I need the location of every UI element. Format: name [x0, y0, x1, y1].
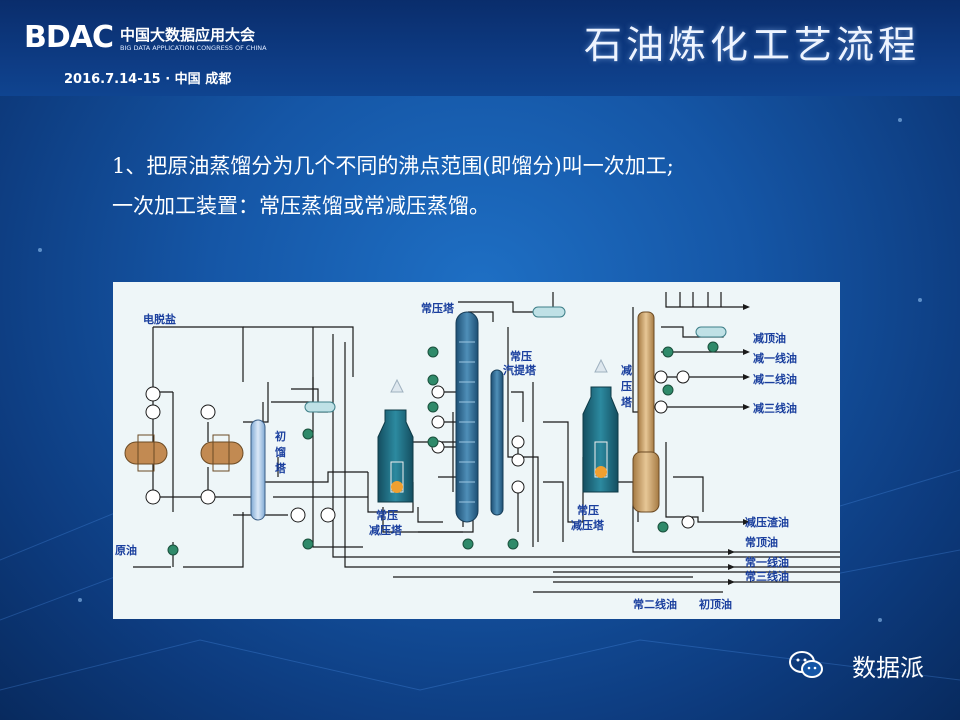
output-labels: 减顶油 减一线油 减二线油 减三线油 减压渣油 常顶油 常一线油 常三线油 常二…	[633, 331, 797, 611]
label-furnace2-line1: 常压	[577, 503, 599, 517]
label-initial-tower-3: 塔	[275, 461, 287, 475]
output-atm-3: 常三线油	[745, 569, 789, 583]
logo-chinese-name: 中国大数据应用大会	[120, 26, 256, 44]
output-arrows	[728, 304, 750, 585]
label-vac-tower-3: 塔	[621, 395, 633, 409]
atmospheric-tower	[455, 311, 479, 523]
vacuum-reflux-drum	[695, 326, 727, 338]
refining-process-diagram: 电脱盐 原油 初 馏 塔 常压 减压塔 常压塔 常压 汽提塔 常压 减压塔 减 …	[113, 282, 840, 619]
atm-tower-trays	[459, 341, 475, 503]
process-flow-svg: 电脱盐 原油 初 馏 塔 常压 减压塔 常压塔 常压 汽提塔 常压 减压塔 减 …	[115, 292, 840, 611]
logo-mark: BDAC	[24, 20, 114, 55]
label-initial-tower-1: 初	[275, 429, 286, 443]
label-furnace1-line1: 常压	[376, 508, 398, 522]
label-furnace2-line2: 减压塔	[571, 518, 605, 532]
output-vac-2: 减二线油	[753, 372, 797, 386]
wechat-icon	[789, 651, 823, 678]
label-stripper-2: 汽提塔	[503, 363, 537, 377]
output-atm-1: 常一线油	[745, 555, 789, 569]
diagram-labels: 电脱盐 原油 初 馏 塔 常压 减压塔 常压塔 常压 汽提塔 常压 减压塔 减 …	[115, 301, 633, 557]
label-initial-tower-2: 馏	[275, 445, 286, 459]
output-initial-top: 初顶油	[699, 597, 732, 611]
label-vac-tower-2: 压	[621, 379, 632, 393]
slide-header: BDAC 中国大数据应用大会 BIG DATA APPLICATION CONG…	[0, 0, 960, 96]
body-line-1: 1、把原油蒸馏分为几个不同的沸点范围(即馏分)叫一次加工;	[112, 154, 674, 178]
footer-brand: 数据派	[852, 654, 924, 682]
furnace-2	[582, 358, 619, 493]
label-furnace1-line2: 减压塔	[369, 523, 403, 537]
output-vac-3: 减三线油	[753, 401, 797, 415]
output-vac-residue: 减压渣油	[745, 515, 789, 529]
output-vac-1: 减一线油	[753, 351, 797, 365]
label-vac-tower-1: 减	[621, 363, 632, 377]
slide-body-text: 1、把原油蒸馏分为几个不同的沸点范围(即馏分)叫一次加工; 一次加工装置：常压蒸…	[112, 146, 872, 226]
body-line-2: 一次加工装置：常压蒸馏或常减压蒸馏。	[112, 194, 490, 218]
output-atm-2: 常二线油	[633, 597, 677, 611]
output-vac-top: 减顶油	[753, 331, 786, 345]
atmospheric-stripper	[490, 369, 504, 516]
desalter-tanks	[124, 434, 244, 472]
atm-reflux-drum	[532, 306, 566, 318]
pumps	[167, 341, 719, 556]
initial-reflux-drum	[304, 401, 336, 413]
label-desalting: 电脱盐	[143, 312, 176, 326]
label-stripper-1: 常压	[510, 349, 532, 363]
label-atm-tower: 常压塔	[421, 301, 455, 315]
event-date-location: 2016.7.14-15 · 中国 成都	[64, 72, 232, 87]
label-crude: 原油	[115, 543, 137, 557]
pipes	[133, 292, 840, 593]
furnace-1	[377, 378, 414, 503]
vacuum-tower	[632, 311, 660, 513]
output-atm-top: 常顶油	[745, 535, 778, 549]
initial-distillation-tower	[250, 419, 266, 521]
logo-english-name: BIG DATA APPLICATION CONGRESS OF CHINA	[120, 44, 267, 52]
slide-title: 石油炼化工艺流程	[583, 23, 920, 67]
heat-exchangers	[145, 370, 695, 529]
